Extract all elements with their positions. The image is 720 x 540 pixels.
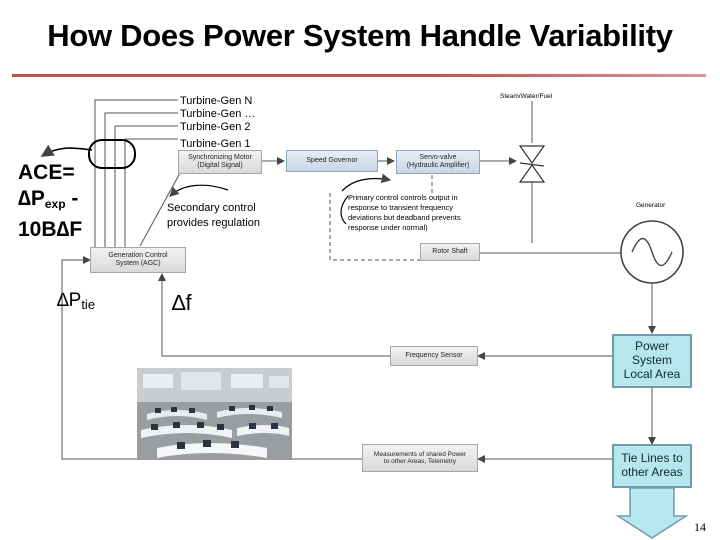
- turbine-gen-dots-label: Turbine-Gen …: [180, 108, 256, 120]
- speed-governor-block: Speed Governor: [286, 150, 378, 172]
- ace-arrow: [40, 144, 93, 157]
- generator-icon: [620, 220, 684, 284]
- steam-water-fuel-label: Steam/Water/Fuel: [500, 93, 553, 100]
- delta-p-tie-label: ∆Ptie: [57, 290, 96, 312]
- servo-valve-block: Servo-valve(Hydraulic Amplifier): [396, 150, 480, 174]
- ace-line-3: 10B∆F: [18, 218, 83, 241]
- ace-line-1: ACE=: [18, 161, 75, 184]
- delta-f-label: ∆f: [172, 290, 192, 315]
- valve-icon: [518, 145, 546, 183]
- feeder-bundle-ellipse: [88, 139, 136, 169]
- title-divider: [12, 74, 706, 77]
- slide-title: How Does Power System Handle Variability: [47, 18, 673, 53]
- turbine-line-1: [124, 138, 178, 248]
- synchronizing-motor-block: Synchronizing Motor(Digital Signal): [178, 150, 262, 174]
- frequency-sensor-block: Frequency Sensor: [390, 346, 478, 366]
- ace-line-2: ∆Pexp -: [18, 187, 79, 211]
- control-room-photo: [137, 368, 292, 460]
- rotor-shaft-block: Rotor Shaft: [420, 243, 480, 261]
- tie-lines-down-arrow: [615, 487, 689, 539]
- turbine-line-dots: [104, 112, 178, 248]
- turbine-gen-1-label: Turbine-Gen 1: [180, 138, 251, 150]
- ace-equation: ACE= ∆Pexp - 10B∆F: [18, 160, 82, 243]
- turbine-line-2: [114, 125, 178, 248]
- turbine-gen-2-label: Turbine-Gen 2: [180, 121, 251, 133]
- turbine-gen-n-label: Turbine-Gen N: [180, 95, 253, 107]
- turbine-line-n: [94, 99, 178, 248]
- generator-label: Generator: [636, 202, 666, 209]
- page-number: 14: [694, 520, 706, 534]
